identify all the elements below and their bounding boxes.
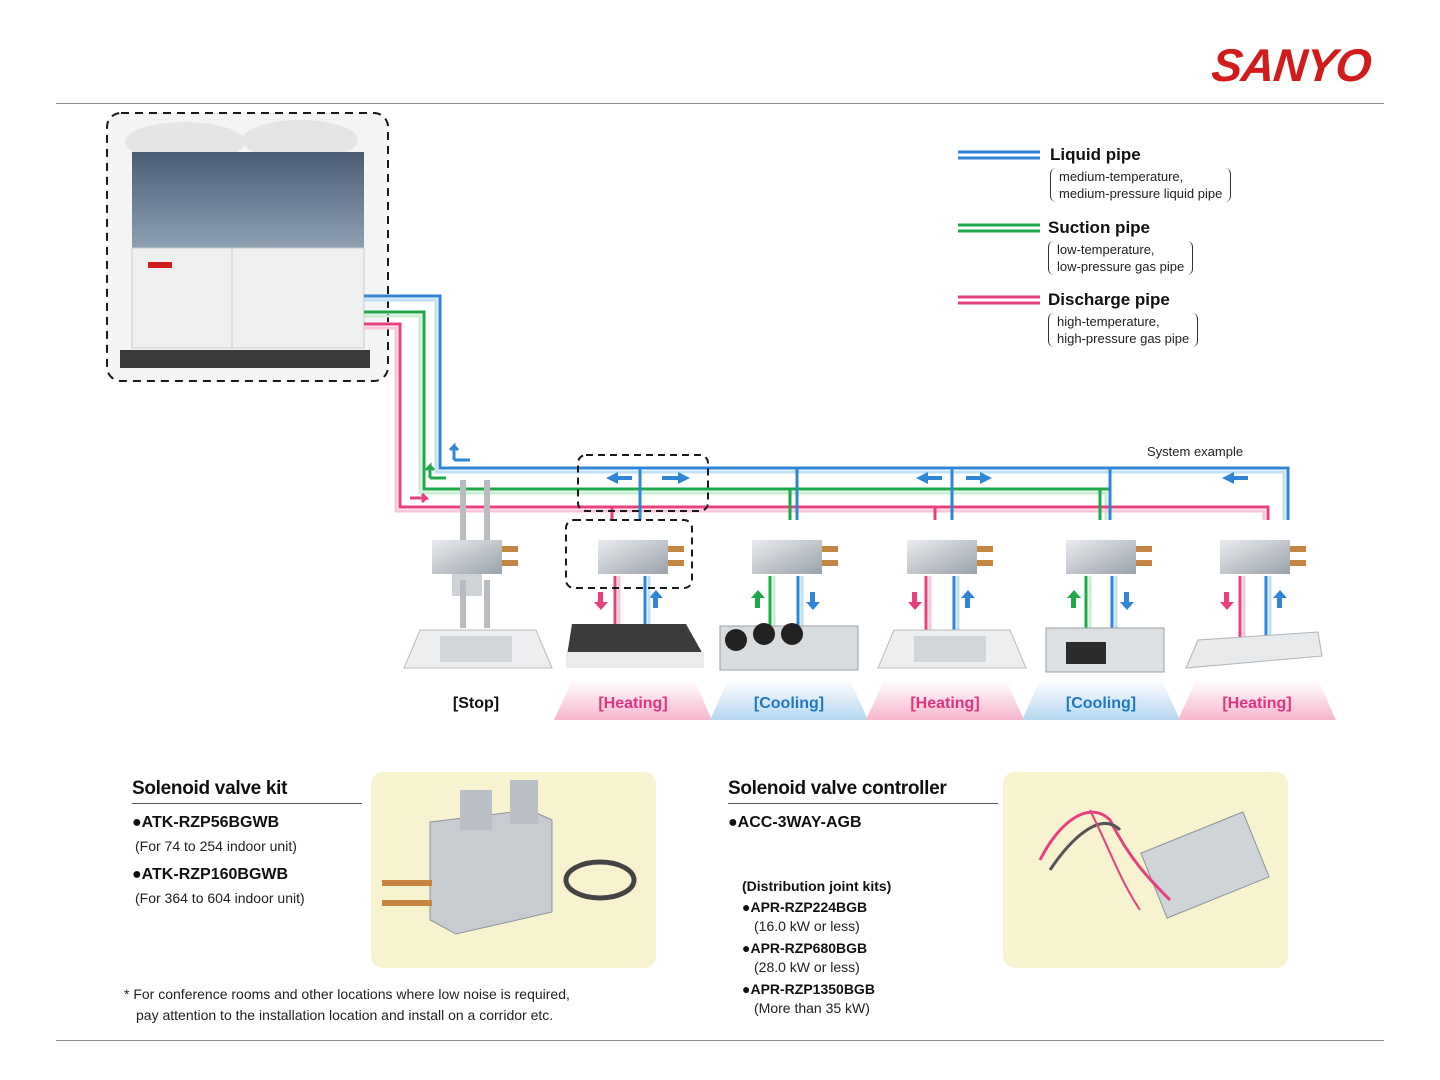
- distribution-joint-model-1: ●APR-RZP224BGB: [742, 899, 868, 915]
- solenoid-valve-boxes: [432, 540, 1306, 640]
- highlight-boxes: [565, 454, 709, 589]
- distribution-joint-capacity-1: (16.0 kW or less): [754, 918, 860, 934]
- solenoid-kit-model-2: ●ATK-RZP160BGWB: [132, 866, 289, 883]
- outdoor-unit: [106, 112, 389, 382]
- installation-note: * For conference rooms and other locatio…: [124, 984, 570, 1026]
- indoor-units: [403, 623, 1323, 673]
- distribution-joint-capacity-2: (28.0 kW or less): [754, 959, 860, 975]
- distribution-joint-title: (Distribution joint kits): [742, 878, 892, 894]
- solenoid-controller-underline: [728, 803, 998, 804]
- legend-lines: [958, 150, 1040, 305]
- flow-arrows: [410, 442, 1287, 610]
- solenoid-kit-range-1: (For 74 to 254 indoor unit): [135, 838, 297, 854]
- mode-label-cooling-1: [Cooling]: [753, 695, 825, 712]
- system-example-label: System example: [1147, 444, 1244, 459]
- solenoid-kit-underline: [132, 803, 362, 804]
- mode-label-heating-3: [Heating]: [1222, 695, 1292, 712]
- header-divider: [56, 103, 1384, 104]
- footer-divider: [56, 1040, 1384, 1041]
- solenoid-valve-kit-photo: [371, 772, 656, 968]
- pipe-network: [364, 294, 1290, 540]
- solenoid-kit-title: Solenoid valve kit: [132, 778, 288, 799]
- solenoid-valve-controller-photo: [1003, 772, 1288, 968]
- legend-discharge-title: Discharge pipe: [1048, 290, 1170, 309]
- airflow-fans: [554, 680, 1336, 720]
- installation-note-line1: * For conference rooms and other locatio…: [124, 986, 570, 1002]
- solenoid-kit-range-2: (For 364 to 604 indoor unit): [135, 890, 305, 906]
- legend-liquid-desc: medium-temperature,medium-pressure liqui…: [1050, 168, 1232, 202]
- distribution-joint-capacity-3: (More than 35 kW): [754, 1000, 870, 1016]
- mode-label-heating-2: [Heating]: [910, 695, 980, 712]
- solenoid-kit-model-1: ●ATK-RZP56BGWB: [132, 814, 280, 831]
- solenoid-controller-model: ●ACC-3WAY-AGB: [728, 814, 862, 831]
- mode-label-cooling-2: [Cooling]: [1065, 695, 1137, 712]
- mode-label-heating-1: [Heating]: [598, 695, 668, 712]
- distribution-joint-model-3: ●APR-RZP1350BGB: [742, 981, 875, 997]
- legend-liquid-title: Liquid pipe: [1050, 145, 1141, 164]
- solenoid-controller-title: Solenoid valve controller: [728, 778, 947, 799]
- legend-suction-title: Suction pipe: [1048, 218, 1150, 237]
- legend-suction-desc: low-temperature,low-pressure gas pipe: [1048, 241, 1194, 275]
- legend-discharge-desc: high-temperature,high-pressure gas pipe: [1048, 313, 1199, 347]
- distribution-joint-model-2: ●APR-RZP680BGB: [742, 940, 868, 956]
- mode-label-stop: [Stop]: [452, 695, 500, 712]
- installation-note-line2: pay attention to the installation locati…: [136, 1007, 554, 1023]
